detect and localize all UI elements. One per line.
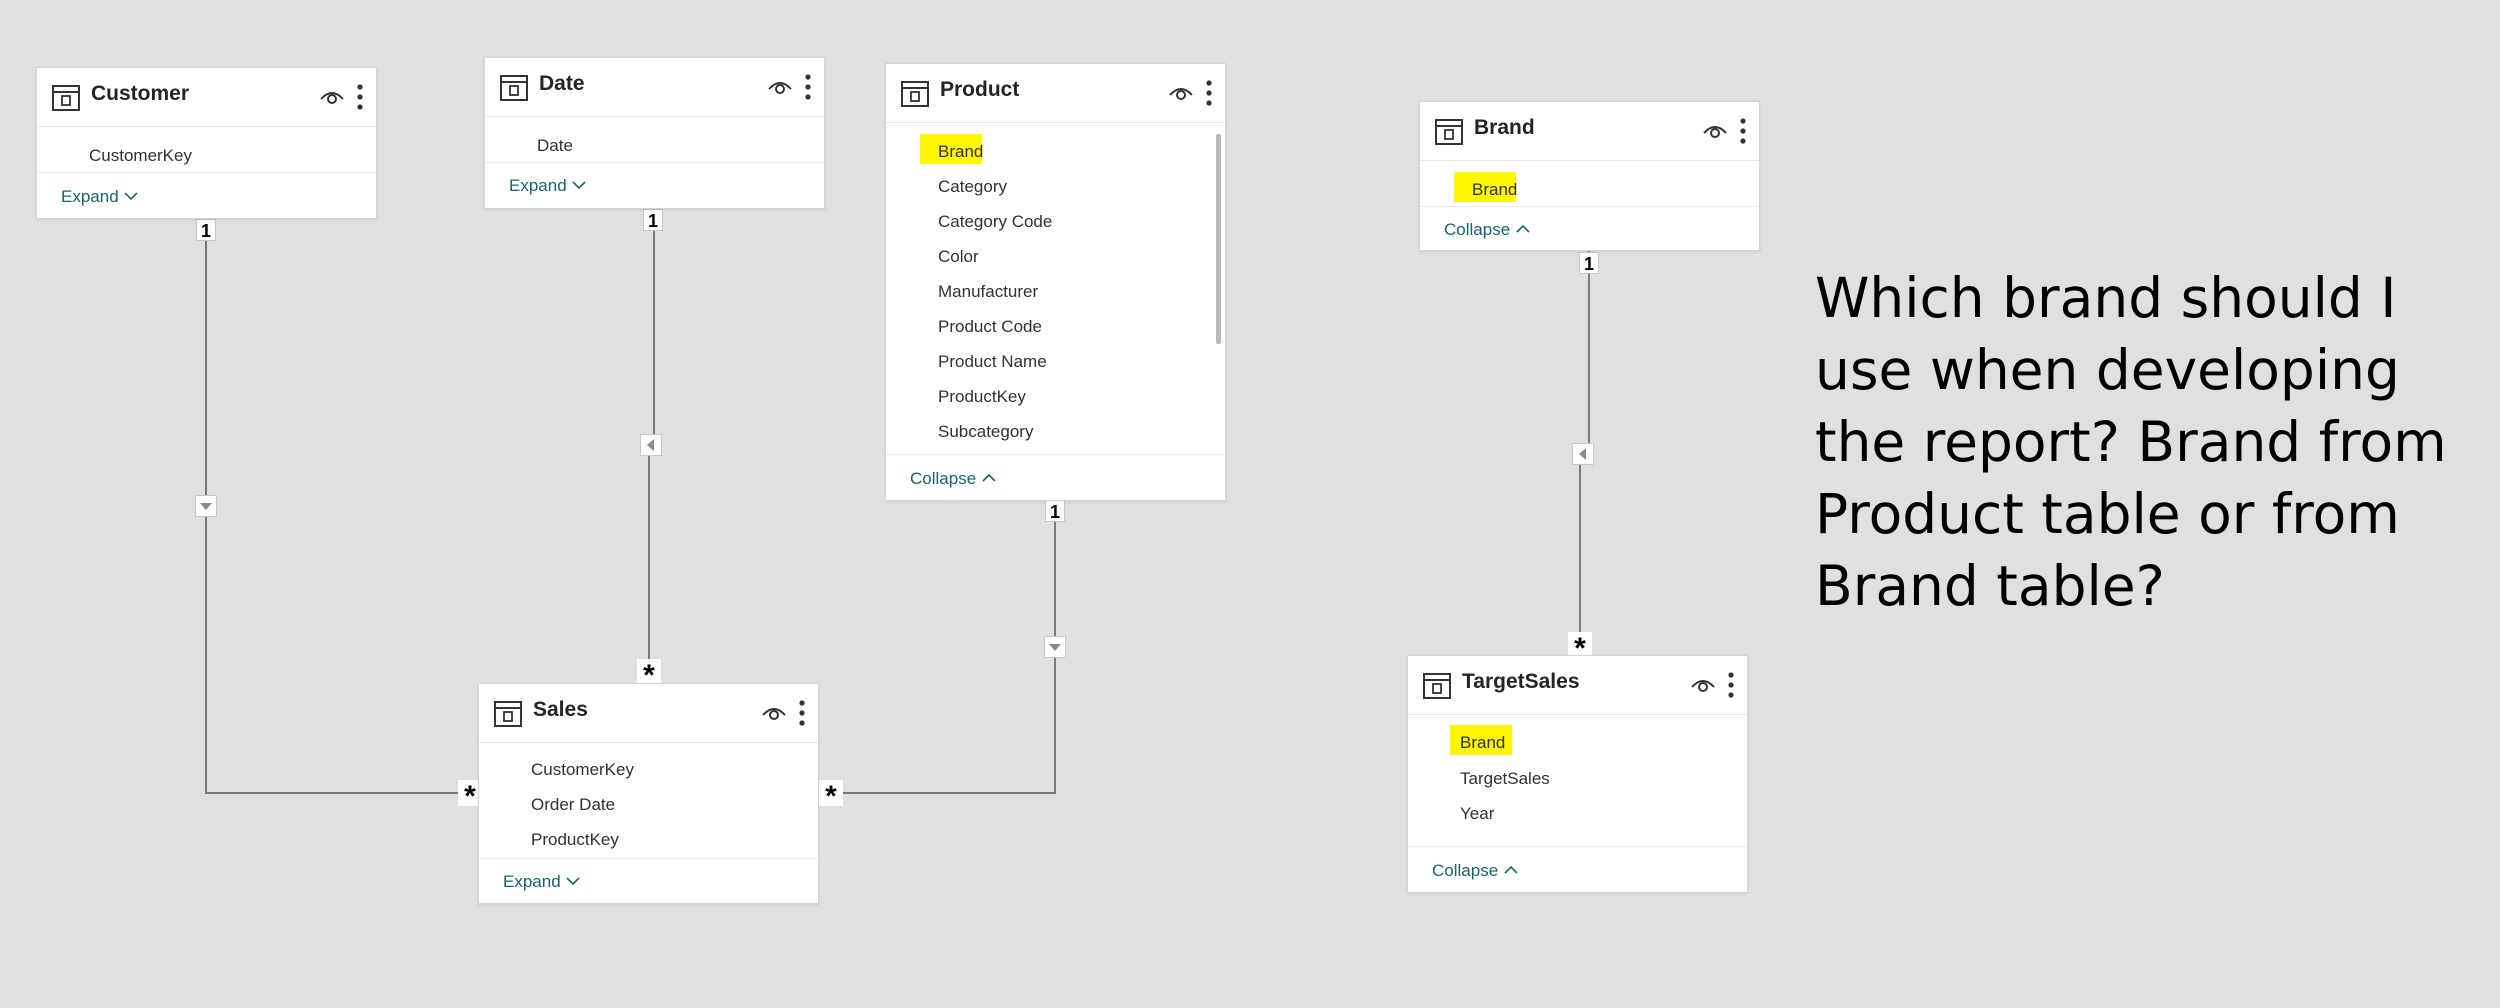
filter-direction-down-icon[interactable] [195,495,217,517]
visibility-eye-icon[interactable] [766,76,794,98]
visibility-eye-icon[interactable] [1701,120,1729,142]
table-title: TargetSales [1462,670,1580,693]
field-highlight [920,134,982,164]
chevron-up-icon [1516,224,1530,233]
table-icon [500,75,528,101]
chevron-down-icon [572,181,586,190]
cardinality-one-date: 1 [643,209,663,231]
visibility-eye-icon[interactable] [760,702,788,724]
filter-direction-left-icon[interactable] [1572,443,1594,465]
field-category[interactable]: Category [938,177,1007,196]
collapse-toggle[interactable]: Collapse [1432,861,1519,881]
visibility-eye-icon[interactable] [1689,674,1717,696]
table-icon [1435,119,1463,145]
table-header[interactable]: Customer [37,68,376,127]
field-product-name[interactable]: Product Name [938,352,1047,371]
table-card-date[interactable]: Date Date Expand [484,57,825,209]
field-highlight [1450,725,1512,755]
field-category-code[interactable]: Category Code [938,212,1053,231]
table-card-targetsales[interactable]: TargetSales Brand TargetSales Year Colla… [1407,655,1748,893]
chevron-down-icon [124,192,138,201]
chevron-up-icon [1504,865,1518,874]
more-options-icon[interactable] [803,71,813,103]
table-icon [1423,673,1451,699]
table-header[interactable]: Date [485,58,824,117]
field-manufacturer[interactable]: Manufacturer [938,282,1039,301]
visibility-eye-icon[interactable] [318,86,346,108]
expand-toggle[interactable]: Expand [61,187,139,207]
table-header[interactable]: TargetSales [1408,656,1747,715]
field-date[interactable]: Date [537,136,573,155]
collapse-toggle[interactable]: Collapse [1444,220,1531,240]
field-brand[interactable]: Brand [1472,180,1518,199]
table-header[interactable]: Sales [479,684,818,743]
table-header[interactable]: Product [886,64,1225,123]
table-icon [494,701,522,727]
table-card-sales[interactable]: Sales CustomerKey Order Date ProductKey … [478,683,819,904]
field-product-code[interactable]: Product Code [938,317,1042,336]
table-title: Date [539,72,585,95]
field-customerkey[interactable]: CustomerKey [89,146,192,165]
field-productkey[interactable]: ProductKey [531,830,619,849]
more-options-icon[interactable] [355,81,365,113]
question-text: Which brand should I use when developing… [1815,266,2447,618]
field-brand[interactable]: Brand [1460,733,1506,752]
more-options-icon[interactable] [797,697,807,729]
table-icon [901,81,929,107]
cardinality-one-customer: 1 [196,219,216,241]
field-customerkey[interactable]: CustomerKey [531,760,634,779]
cardinality-one-brand: 1 [1579,252,1599,274]
table-title: Product [940,78,1020,101]
table-title: Customer [91,82,190,105]
field-highlight [1454,172,1516,202]
filter-direction-left-icon[interactable] [640,434,662,456]
table-title: Sales [533,698,588,721]
cardinality-many-date-sales: * [637,659,661,692]
table-header[interactable]: Brand [1420,102,1759,161]
chevron-down-icon [566,877,580,886]
filter-direction-down-icon[interactable] [1044,636,1066,658]
field-color[interactable]: Color [938,247,979,266]
table-icon [52,85,80,111]
more-options-icon[interactable] [1738,115,1748,147]
cardinality-many-brand-targetsales: * [1568,632,1592,665]
field-targetsales[interactable]: TargetSales [1460,769,1550,788]
field-brand[interactable]: Brand [938,142,984,161]
chevron-up-icon [982,473,996,482]
expand-toggle[interactable]: Expand [509,176,587,196]
field-productkey[interactable]: ProductKey [938,387,1026,406]
table-card-brand[interactable]: Brand Brand Collapse [1419,101,1760,251]
field-subcategory[interactable]: Subcategory [938,422,1034,441]
table-card-customer[interactable]: Customer CustomerKey Expand [36,67,377,219]
cardinality-many-product-sales: * [819,780,843,813]
visibility-eye-icon[interactable] [1167,82,1195,104]
more-options-icon[interactable] [1204,77,1214,109]
field-order-date[interactable]: Order Date [531,795,616,814]
field-year[interactable]: Year [1460,804,1495,823]
table-card-product[interactable]: Product Brand Category Category Code Col… [885,63,1226,501]
table-title: Brand [1474,116,1535,139]
expand-toggle[interactable]: Expand [503,872,581,892]
scrollbar[interactable] [1216,134,1221,344]
more-options-icon[interactable] [1726,669,1736,701]
collapse-toggle[interactable]: Collapse [910,469,997,489]
relationship-customer-sales [205,218,468,794]
relationship-product-sales [830,500,1056,794]
cardinality-one-product: 1 [1045,500,1065,522]
